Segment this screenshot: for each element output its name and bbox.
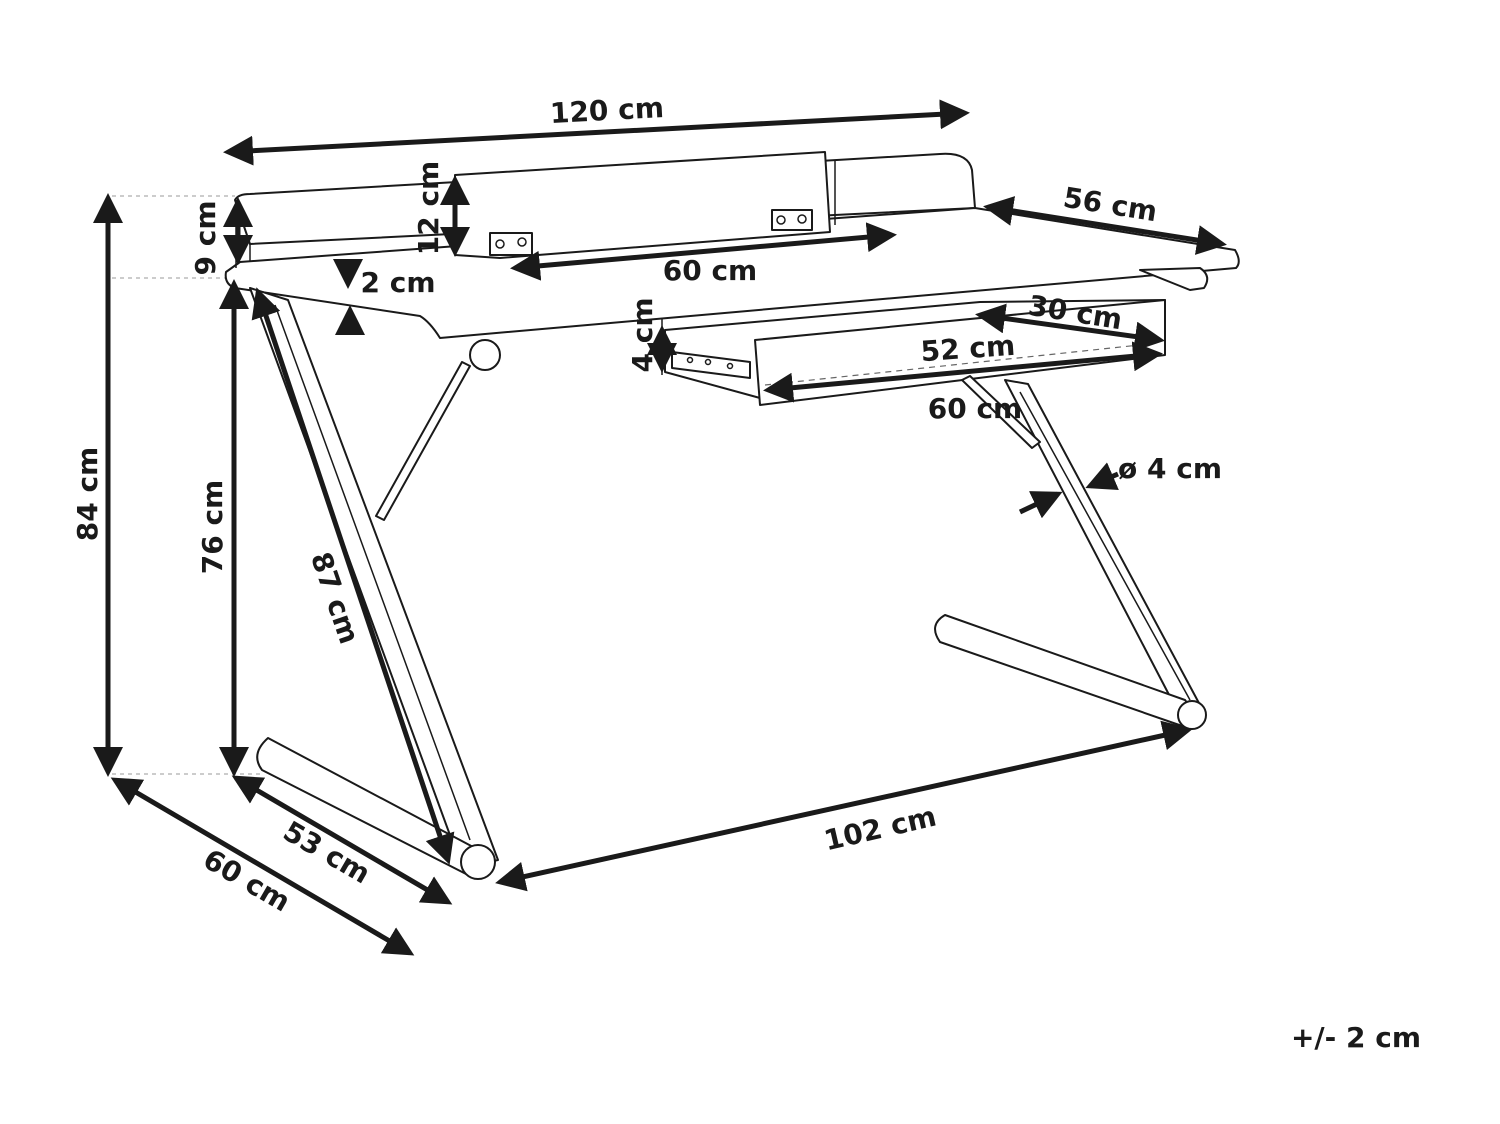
arrow-base-length [495,720,1193,892]
rail-screw [704,358,712,366]
arrow-leg-diameter-bottom [1018,491,1063,519]
label-drawer-inner-width: 52 cm [920,329,1017,369]
arrow-leg-length [251,287,455,865]
arrow-leg-diameter-top [1085,462,1119,490]
dimension-arrows [93,99,1227,956]
left-brace [375,361,471,521]
label-top-thickness: 2 cm [360,266,435,299]
arrow-total-depth [110,777,415,956]
label-total-height: 84 cm [71,447,104,542]
guide-lines [112,195,262,775]
arrow-depth-top [983,196,1227,255]
hinge-right-icon [771,209,813,231]
arrow-shelf-width [510,222,897,281]
label-clear-height: 76 cm [196,480,229,575]
label-base-depth: 53 cm [278,815,376,891]
arrow-width-total [223,99,970,166]
rail-screw [726,362,734,370]
hinge-left-icon [489,232,533,256]
right-foot-end [1177,700,1207,730]
label-total-depth: 60 cm [198,843,296,919]
arrow-drawer-inner-width [763,341,1163,403]
label-tolerance: +/- 2 cm [1291,1021,1421,1054]
label-drawer-height: 4 cm [626,297,659,372]
arrow-drawer-depth [975,303,1165,352]
rear-top-bar [1139,267,1209,291]
label-backboard-height: 9 cm [189,200,222,275]
rail-screw [686,356,694,364]
label-drawer-width: 60 cm [928,392,1023,425]
left-foot-end [460,844,496,880]
label-leg-diameter: ø 4 cm [1118,452,1222,485]
label-width-total: 120 cm [549,91,665,130]
front-left-bar-end [469,339,501,371]
label-shelf-width: 60 cm [663,254,758,287]
label-shelf-height: 12 cm [412,161,445,256]
right-leg-edge [1019,391,1191,701]
